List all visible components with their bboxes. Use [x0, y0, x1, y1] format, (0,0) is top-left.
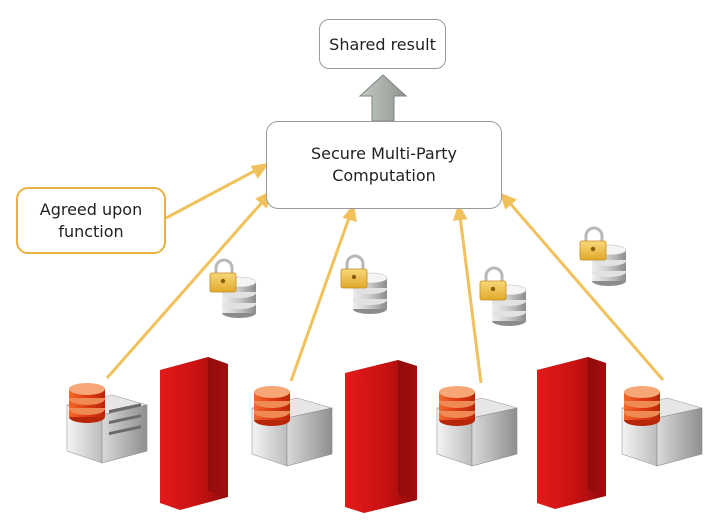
- function-arrow: [165, 162, 270, 220]
- agreed-function-box: Agreed upon function: [16, 187, 166, 254]
- server-icon: [66, 383, 148, 464]
- locked-database: [479, 266, 527, 326]
- shared-result-box: Shared result: [319, 19, 446, 69]
- database-icon: [254, 386, 290, 426]
- locked-database: [340, 254, 388, 314]
- database-icon: [624, 386, 660, 426]
- locked-database: [209, 258, 257, 318]
- up-arrow-icon: [358, 74, 408, 122]
- mpc-label-line1: Secure Multi-Party: [310, 144, 458, 163]
- connector-arrows: [105, 162, 665, 384]
- lock-icon: [209, 258, 237, 293]
- party-2-arrow: [289, 203, 357, 382]
- lock-icon: [479, 266, 507, 301]
- mpc-label-line2: Computation: [332, 166, 436, 185]
- server-icon: [251, 386, 333, 467]
- firewall-icon: [345, 360, 417, 513]
- function-label-line1: Agreed upon: [39, 199, 143, 219]
- database-icon: [439, 386, 475, 426]
- shared-result-label: Shared result: [329, 34, 436, 54]
- party-3-arrow: [452, 203, 483, 384]
- function-label-line2: function: [58, 221, 124, 241]
- firewall-icon: [537, 357, 606, 509]
- lock-icon: [340, 254, 368, 289]
- database-icon: [491, 284, 527, 326]
- database-icon: [352, 272, 388, 314]
- locked-database: [579, 226, 627, 286]
- mpc-box: Secure Multi-Party Computation: [266, 121, 502, 209]
- server-icon: [436, 386, 518, 467]
- server-icon: [621, 386, 703, 467]
- firewall-icon: [160, 357, 228, 510]
- database-icon: [69, 383, 105, 423]
- party-4-arrow: [499, 192, 665, 381]
- lock-icon: [579, 226, 607, 261]
